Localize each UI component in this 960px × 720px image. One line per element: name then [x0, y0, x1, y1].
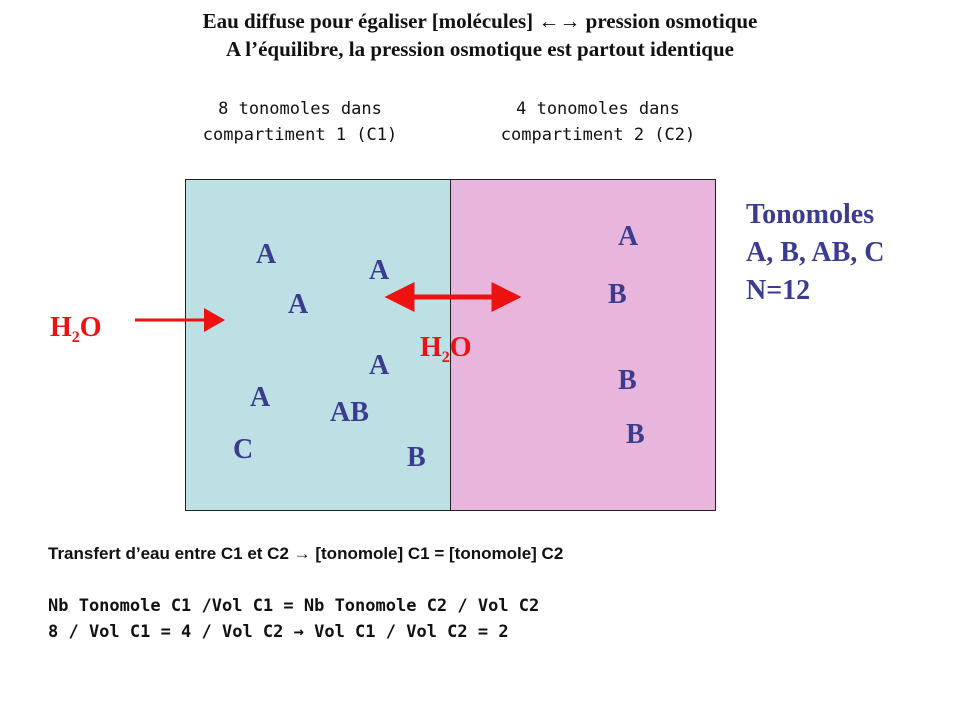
molecule-c1-a-4: A [369, 350, 390, 381]
water-h: H [420, 332, 442, 363]
molecule-c1-ab: AB [330, 397, 369, 428]
molecule-c1-b: B [407, 442, 426, 473]
water-h: H [50, 312, 72, 343]
molecule-c1-a-5: A [250, 382, 271, 413]
title-line-2: A l’équilibre, la pression osmotique est… [226, 37, 734, 61]
compartment-2-label-line-1: 4 tonomoles dans [516, 99, 680, 119]
compartment-1-label-line-2: compartiment 1 (C1) [202, 125, 398, 145]
legend-line-2: A, B, AB, C [746, 237, 885, 268]
compartment-1-label: 8 tonomoles dans compartiment 1 (C1) [150, 96, 450, 148]
legend-line-3: N=12 [746, 275, 811, 306]
equation-line-1: Nb Tonomole C1 /Vol C1 = Nb Tonomole C2 … [48, 596, 540, 616]
compartment-1-box [185, 179, 451, 511]
molecule-c2-b-3: B [626, 419, 645, 450]
legend-line-1: Tonomoles [746, 199, 875, 230]
title-line-1: Eau diffuse pour égaliser [molécules] ←→… [202, 9, 758, 33]
molecule-c2-b-2: B [618, 365, 637, 396]
molecule-c2-a: A [618, 221, 639, 252]
equation-transfer: Transfert d’eau entre C1 et C2 → [tonomo… [48, 544, 564, 563]
compartment-1-label-line-1: 8 tonomoles dans [218, 99, 382, 119]
water-o: O [449, 332, 472, 363]
molecule-c1-a-2: A [369, 255, 390, 286]
compartment-2-label: 4 tonomoles dans compartiment 2 (C2) [448, 96, 748, 148]
water-sub: 2 [441, 349, 450, 366]
compartment-2-box [450, 179, 716, 511]
molecule-c1-c: C [233, 434, 254, 465]
molecule-c2-b-1: B [608, 279, 627, 310]
water-o: O [79, 312, 102, 343]
molecule-c1-a-3: A [288, 289, 309, 320]
water-sub: 2 [71, 329, 80, 346]
tonomoles-legend: Tonomoles A, B, AB, C N=12 [746, 196, 884, 310]
equation-line-2: 8 / Vol C1 = 4 / Vol C2 → Vol C1 / Vol C… [48, 622, 509, 642]
molecule-c1-a-1: A [256, 239, 277, 270]
water-label-membrane: H2O [420, 332, 472, 366]
compartment-2-label-line-2: compartiment 2 (C2) [500, 125, 696, 145]
water-label-outside: H2O [50, 312, 102, 346]
